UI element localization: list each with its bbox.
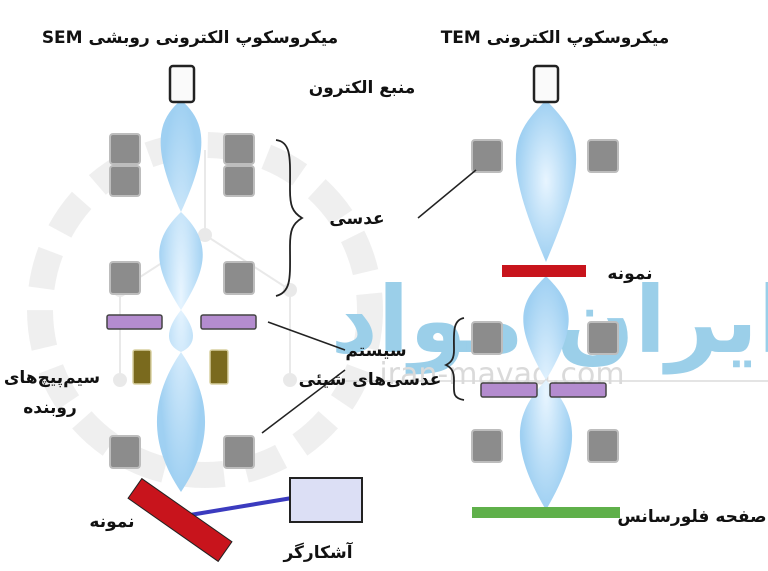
sem-objective-lens <box>109 435 255 469</box>
tem-sample-label: نمونه <box>607 264 652 284</box>
sem-objective-pointer-lines <box>261 321 346 434</box>
watermark: ایران مواد iran-mavad.com <box>27 132 768 488</box>
sem-aperture-plates <box>106 314 257 330</box>
tem-beam-lower <box>519 276 573 510</box>
tem-aperture-plates <box>480 382 607 398</box>
objective-system-label-line1: سیستم <box>345 341 406 361</box>
tem-lens-pointer-line <box>417 169 477 219</box>
tem-sample <box>502 265 586 277</box>
sem-lens-brace <box>275 139 304 297</box>
sem-condenser-lens-lower <box>109 261 255 295</box>
sem-sample-label: نمونه <box>89 512 134 532</box>
scan-coils-label-line1: سیم‌پیچ‌های <box>4 368 100 388</box>
tem-beam-upper <box>515 100 577 262</box>
watermark-gear-icon <box>27 132 383 488</box>
sem-sample <box>127 477 233 563</box>
objective-system-label-line2: عدسی‌های شیئی <box>299 370 442 390</box>
sem-title: میکروسکوپ الکترونی روبشی SEM <box>42 28 338 48</box>
tem-electron-source <box>532 64 560 104</box>
tem-condenser-lens <box>471 139 619 173</box>
sem-column <box>106 64 363 563</box>
tem-fluorescent-screen <box>472 507 620 518</box>
tem-objective-brace <box>443 317 465 401</box>
tem-objective-lens <box>471 321 619 355</box>
detector-label: آشکارگر <box>282 541 353 563</box>
scan-coils-label-line2: روبنده <box>23 398 77 418</box>
tem-column <box>417 64 620 518</box>
electron-source-label: منبع الکترون <box>309 78 416 98</box>
sem-detector <box>289 477 363 523</box>
labels: میکروسکوپ الکترونی روبشی SEM میکروسکوپ ا… <box>4 28 767 563</box>
tem-title: میکروسکوپ الکترونی TEM <box>441 28 670 48</box>
sem-beam <box>156 100 206 492</box>
fluorescent-screen-label: صفحه فلورسانس <box>617 507 766 527</box>
tem-projector-lens <box>471 429 619 463</box>
sem-detector-signal-beam <box>189 496 293 517</box>
sem-scan-coils <box>132 349 229 385</box>
sem-condenser-lens-upper <box>109 133 255 197</box>
lens-label: عدسی <box>329 209 384 229</box>
sem-electron-source <box>168 64 196 104</box>
